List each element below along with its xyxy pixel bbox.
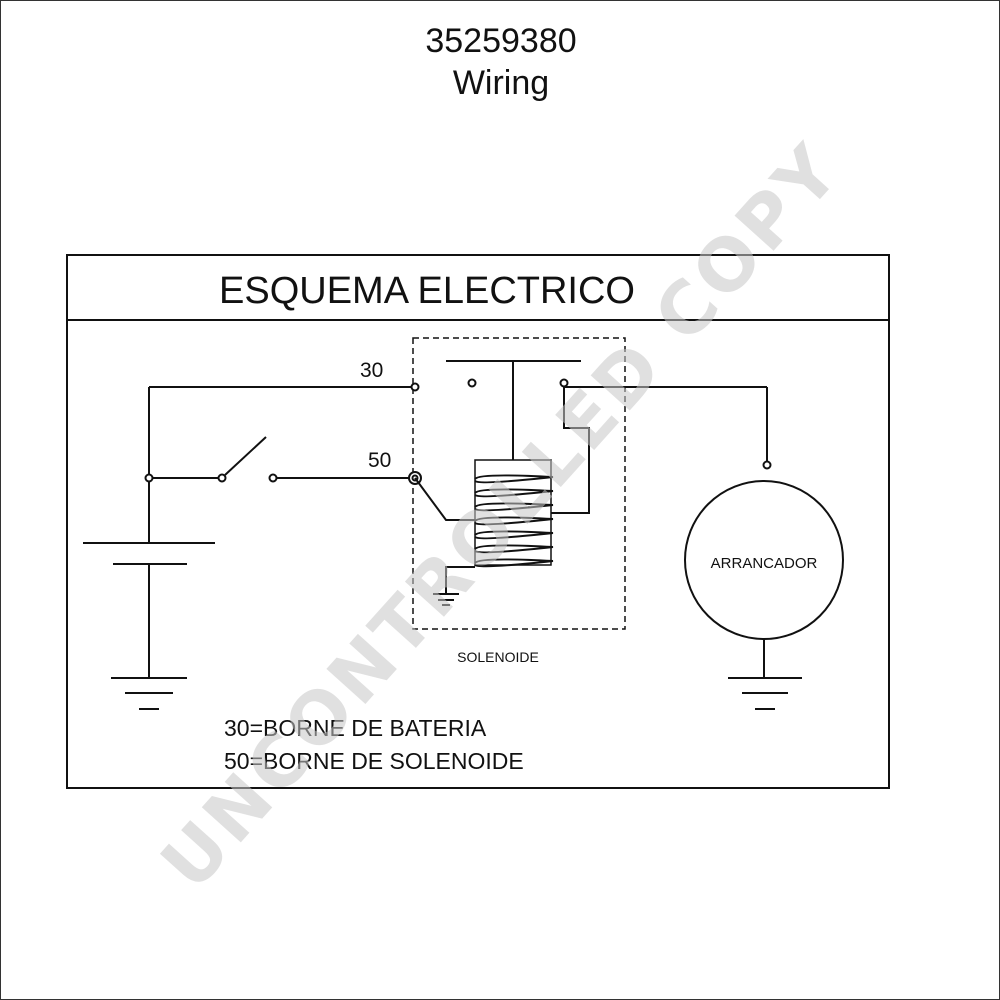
starter-motor-label: ARRANCADOR [711, 555, 818, 572]
schematic-frame [66, 254, 890, 789]
motor-ground-icon [728, 677, 802, 710]
part-number-title: 35259380 [425, 22, 577, 60]
switch-contact-right [268, 473, 278, 483]
coil-return-wire [551, 387, 590, 514]
switch-contact-left [217, 473, 227, 483]
ignition-switch [149, 436, 411, 479]
solenoid-symbol [408, 337, 626, 630]
main-contact-right [559, 378, 569, 388]
battery-ground-icon [111, 677, 187, 710]
solenoid-coil [474, 474, 554, 568]
diagram-subtitle: Wiring [452, 64, 550, 102]
schematic-title: ESQUEMA ELECTRICO [219, 270, 635, 312]
terminal-30-label: 30 [360, 359, 383, 382]
battery-symbol [83, 387, 215, 678]
legend-line-30: 30=BORNE DE BATERIA [224, 715, 487, 741]
terminal-30-contact [410, 382, 420, 392]
main-contact-left [467, 378, 477, 388]
terminal-50-label: 50 [368, 449, 391, 472]
legend-line-50: 50=BORNE DE SOLENOIDE [224, 748, 524, 774]
motor-terminal [762, 460, 772, 470]
coil-ground-wire [445, 566, 475, 594]
solenoid-dashed-box [412, 337, 626, 630]
solenoid-ground-icon [433, 593, 459, 606]
battery-junction-point [144, 473, 154, 483]
coil-feed-wire [414, 477, 475, 521]
solenoid-label: SOLENOIDE [457, 649, 539, 665]
